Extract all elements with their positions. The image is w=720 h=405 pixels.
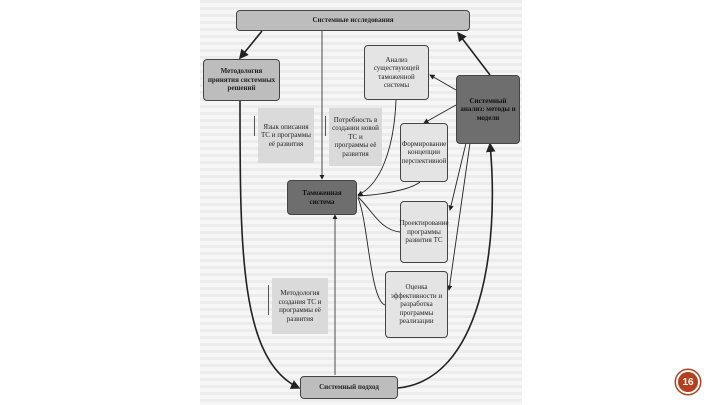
box-system-approach: Системный подход	[300, 376, 398, 399]
divider-line	[268, 285, 269, 315]
arrow-sysanalysis-to-analysis	[429, 74, 457, 91]
note-need: Потребность в создании новой ТС и програ…	[329, 108, 382, 166]
box-methodology-decisions: Методология принятия системных решений	[203, 59, 280, 101]
divider-line	[254, 116, 255, 136]
box-evaluation: Оценка эффективности и разработка програ…	[385, 271, 448, 338]
arrow-top-to-methodology	[238, 30, 263, 60]
note-language: Язык описания ТС и программы её развития	[258, 108, 314, 163]
arrow-methodology-to-approach	[239, 99, 301, 389]
note-methodology-creation: Методология создания ТС и программы её р…	[272, 278, 328, 334]
arrow-sysanalysis-to-top	[457, 31, 491, 76]
box-system-analysis: Системный анализ: методы и модели	[456, 75, 520, 144]
arrow-design-to-customs	[357, 196, 401, 233]
box-design-program: Проектирование программы развития ТС	[399, 201, 449, 263]
arrow-forming-to-customs	[357, 181, 421, 197]
box-customs-system: Таможенная система	[287, 180, 357, 215]
arrow-sysanalysis-to-forming	[423, 104, 457, 124]
arrow-sysanalysis-to-evaluation	[446, 142, 471, 291]
divider-line	[325, 116, 326, 136]
page-number-badge: 16	[676, 370, 700, 394]
arrow-approach-to-sysanalysis	[397, 142, 496, 389]
arrow-evaluation-to-customs	[357, 197, 386, 306]
arrow-sysanalysis-to-design	[448, 142, 467, 211]
box-system-research: Системные исследования	[236, 10, 470, 31]
box-forming-concept: Формирование концепции перспективной	[400, 123, 448, 182]
box-analysis-existing: Анализ существующей таможенной системы	[364, 45, 429, 100]
arrow-analysis-to-customs	[357, 99, 397, 196]
